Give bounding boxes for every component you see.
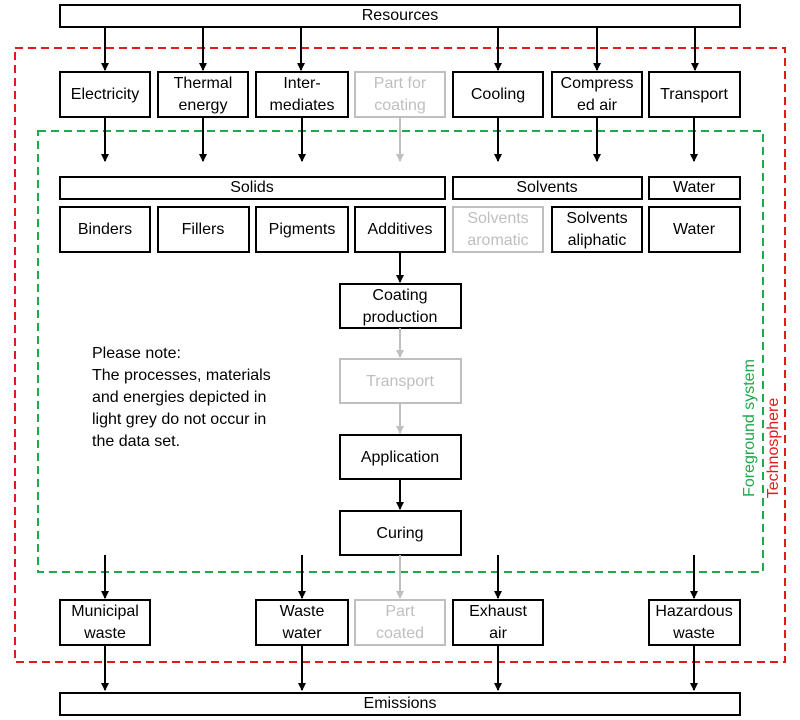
note-line-2: and energies depicted in	[92, 389, 266, 406]
node-exhaust-air-line2: air	[489, 625, 507, 642]
node-cooling: Cooling	[452, 71, 544, 118]
node-coating-production: Coating production	[339, 283, 462, 329]
node-intermediates-line1: Inter-	[283, 75, 320, 92]
node-part-for-coating: Part for coating	[354, 71, 446, 118]
node-hazardous-waste-line1: Hazardous	[655, 603, 732, 620]
node-municipal-waste-line2: waste	[83, 625, 126, 642]
node-transport-mid-label: Transport	[366, 373, 434, 390]
node-waste-water-line1: Waste	[280, 603, 325, 620]
node-exhaust-air: Exhaust air	[452, 599, 544, 646]
arrows-inputs-to-foreground	[101, 117, 698, 162]
node-coating-production-line1: Coating	[372, 287, 427, 304]
node-hazardous-waste-line2: waste	[672, 625, 715, 642]
node-solvents-aliphatic-line1: Solvents	[566, 210, 627, 227]
node-resources-label: Resources	[362, 7, 438, 24]
node-cooling-label: Cooling	[471, 86, 525, 103]
node-solvents-header-label: Solvents	[516, 179, 577, 196]
node-transport-mid: Transport	[339, 358, 462, 404]
arrows-outputs-to-emissions	[101, 645, 698, 691]
node-solvents-aromatic-line1: Solvents	[467, 210, 528, 227]
node-waste-water: Waste water	[255, 599, 349, 646]
node-municipal-waste-line1: Municipal	[71, 603, 139, 620]
node-resources: Resources	[59, 4, 741, 28]
node-part-for-coating-line1: Part for	[374, 75, 427, 92]
node-emissions: Emissions	[59, 692, 741, 716]
node-solvents-aliphatic: Solvents aliphatic	[551, 206, 643, 253]
node-part-coated: Part coated	[354, 599, 446, 646]
node-solvents-aliphatic-line2: aliphatic	[568, 232, 627, 249]
node-curing: Curing	[339, 510, 462, 556]
node-solvents-header: Solvents	[452, 176, 643, 200]
node-compressed-air-line1: Compress	[561, 75, 634, 92]
node-part-for-coating-line2: coating	[374, 97, 426, 114]
node-transport-top: Transport	[648, 71, 741, 118]
node-water-label: Water	[673, 221, 716, 238]
node-electricity-label: Electricity	[71, 86, 139, 103]
diagram-note: Please note: The processes, materials an…	[92, 345, 271, 450]
technosphere-boundary	[14, 47, 786, 663]
node-exhaust-air-line1: Exhaust	[469, 603, 527, 620]
technosphere-label: Technosphere	[765, 398, 782, 499]
node-solids-header: Solids	[59, 176, 446, 200]
node-water: Water	[648, 206, 741, 253]
node-intermediates-line2: mediates	[270, 97, 335, 114]
node-hazardous-waste: Hazardous waste	[648, 599, 741, 646]
node-fillers: Fillers	[157, 206, 250, 253]
node-thermal-energy: Thermal energy	[157, 71, 249, 118]
node-municipal-waste: Municipal waste	[59, 599, 151, 646]
node-binders: Binders	[59, 206, 151, 253]
note-line-4: the data set.	[92, 433, 180, 450]
arrows-resources-to-inputs	[101, 27, 699, 71]
node-waste-water-line2: water	[281, 625, 322, 642]
node-coating-production-line2: production	[363, 309, 438, 326]
node-emissions-label: Emissions	[364, 695, 437, 712]
node-solids-header-label: Solids	[230, 179, 274, 196]
node-thermal-energy-line1: Thermal	[174, 75, 233, 92]
node-solvents-aromatic-line2: aromatic	[467, 232, 528, 249]
node-intermediates: Inter- mediates	[255, 71, 349, 118]
node-solvents-aromatic: Solvents aromatic	[452, 206, 544, 253]
node-transport-top-label: Transport	[660, 86, 728, 103]
node-water-header-label: Water	[673, 179, 716, 196]
arrows-foreground-to-outputs	[101, 555, 698, 599]
note-title: Please note:	[92, 345, 181, 362]
node-thermal-energy-line2: energy	[179, 97, 228, 114]
node-compressed-air-line2: ed air	[577, 97, 618, 114]
node-water-header: Water	[648, 176, 741, 200]
node-electricity: Electricity	[59, 71, 151, 118]
node-application: Application	[339, 434, 462, 480]
node-part-coated-line1: Part	[385, 603, 415, 620]
node-additives: Additives	[354, 206, 446, 253]
node-pigments-label: Pigments	[269, 221, 336, 238]
note-line-3: light grey do not occur in	[92, 411, 266, 428]
note-line-1: The processes, materials	[92, 367, 271, 384]
node-binders-label: Binders	[78, 221, 132, 238]
node-part-coated-line2: coated	[376, 625, 424, 642]
node-pigments: Pigments	[255, 206, 349, 253]
node-compressed-air: Compress ed air	[551, 71, 643, 118]
node-curing-label: Curing	[376, 525, 423, 542]
foreground-system-label: Foreground system	[741, 359, 758, 497]
node-fillers-label: Fillers	[182, 221, 225, 238]
node-additives-label: Additives	[368, 221, 433, 238]
node-application-label: Application	[361, 449, 439, 466]
